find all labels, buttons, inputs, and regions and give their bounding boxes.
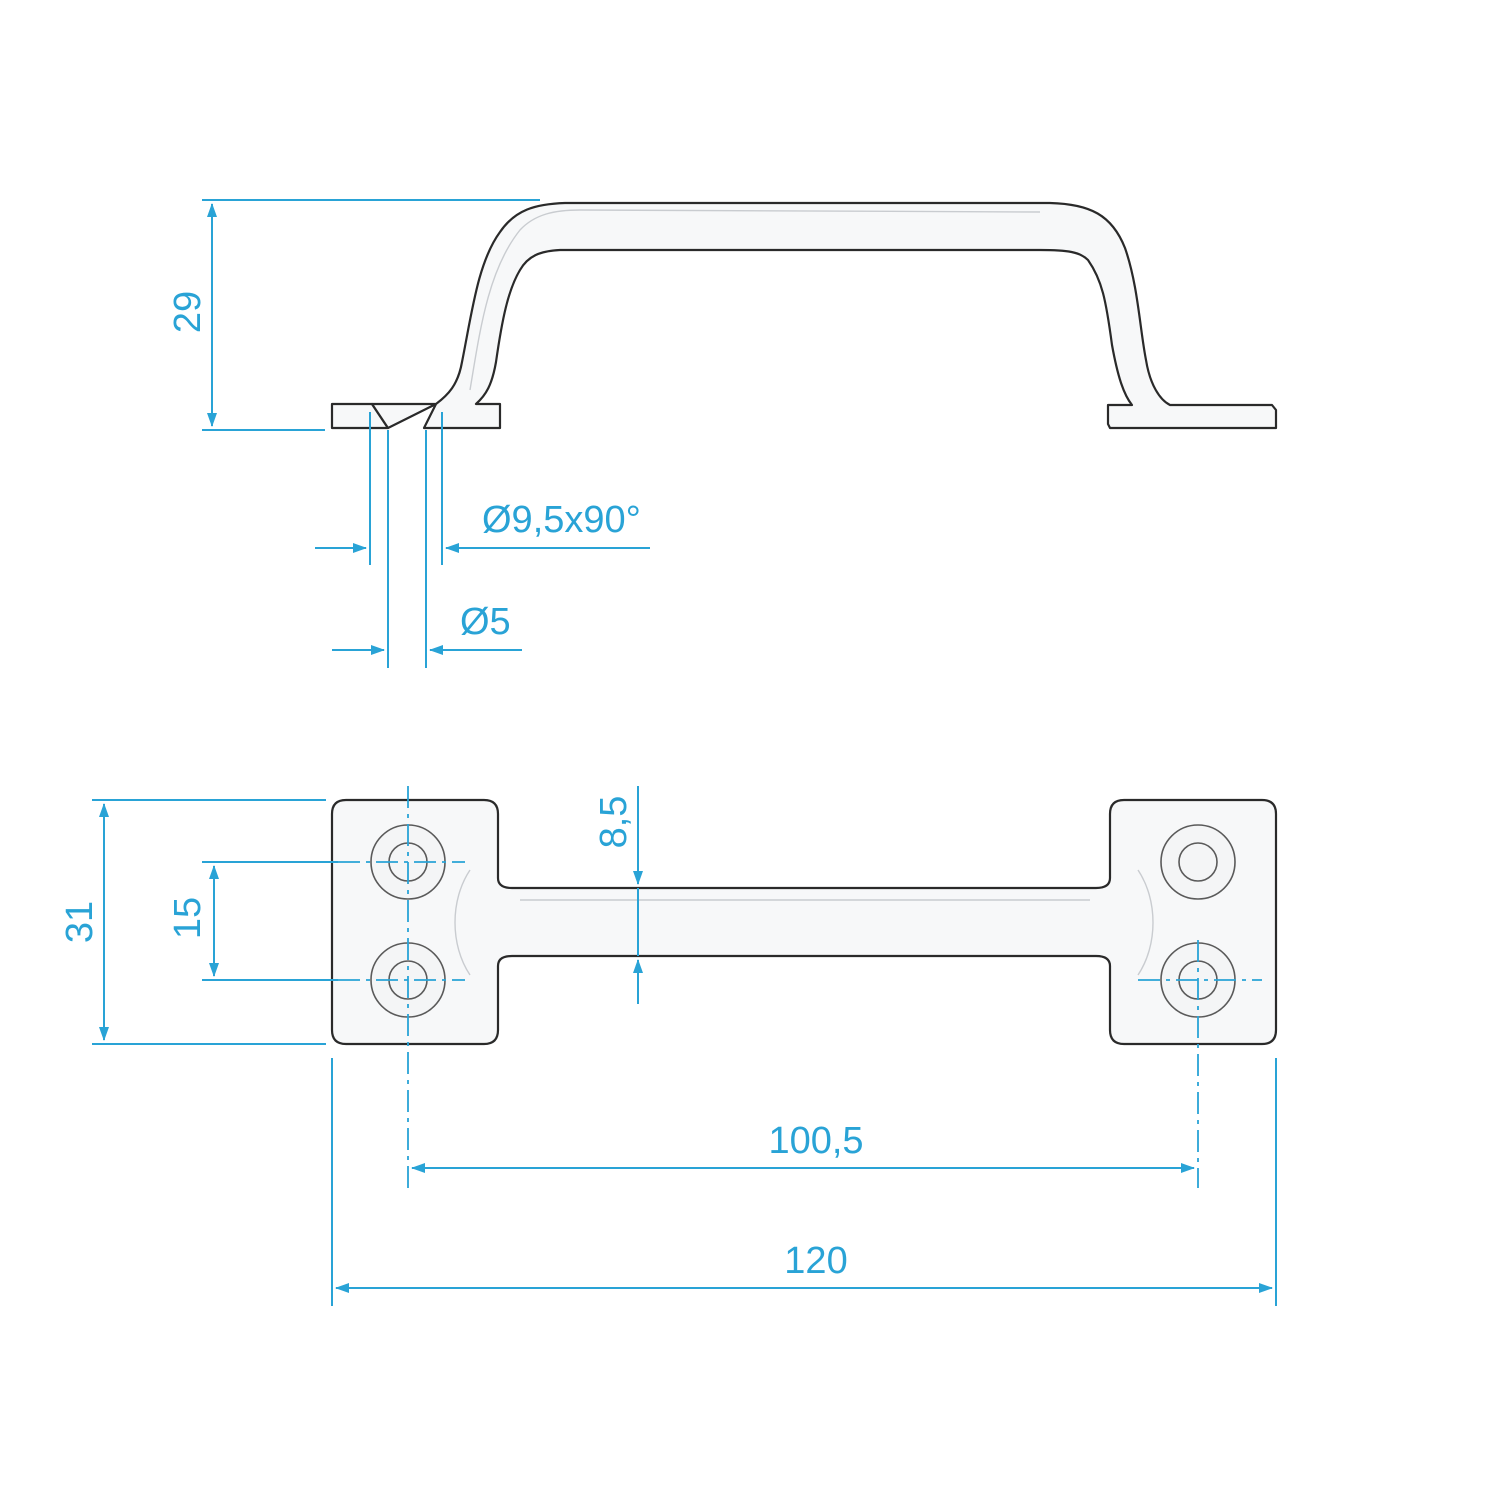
dimension-height-label: 29: [167, 291, 209, 333]
dimension-height: 29: [167, 199, 540, 431]
right-top-hole: [1178, 842, 1218, 882]
dimension-handle-width-label: 8,5: [593, 796, 635, 849]
dimension-hole-spacing-vertical-label: 15: [167, 897, 209, 939]
dimension-countersink-label: Ø9,5x90°: [482, 499, 641, 541]
side-view: [330, 201, 1278, 668]
dimension-total-length-label: 120: [784, 1240, 847, 1282]
top-view: [330, 786, 1278, 1188]
side-view-handle-body: [370, 201, 1278, 430]
top-view-handle-shade: [454, 869, 1154, 976]
dimension-hole-spacing-vertical: 15: [167, 861, 338, 981]
dimension-countersink: Ø9,5x90°: [315, 499, 650, 553]
top-view-outline: [330, 798, 1278, 1046]
dimension-base-width: 31: [59, 799, 326, 1045]
side-view-inner-highlight: [469, 209, 1041, 391]
dimension-handle-width: 8,5: [593, 786, 643, 1004]
dimension-hole-label: Ø5: [460, 601, 511, 643]
dimension-total-length: 120: [331, 1058, 1277, 1306]
dimension-hole: Ø5: [332, 601, 522, 655]
dimension-hole-spacing-horizontal: 100,5: [411, 1120, 1195, 1173]
dimension-base-width-label: 31: [59, 901, 101, 943]
dimension-hole-spacing-horizontal-label: 100,5: [768, 1120, 863, 1162]
